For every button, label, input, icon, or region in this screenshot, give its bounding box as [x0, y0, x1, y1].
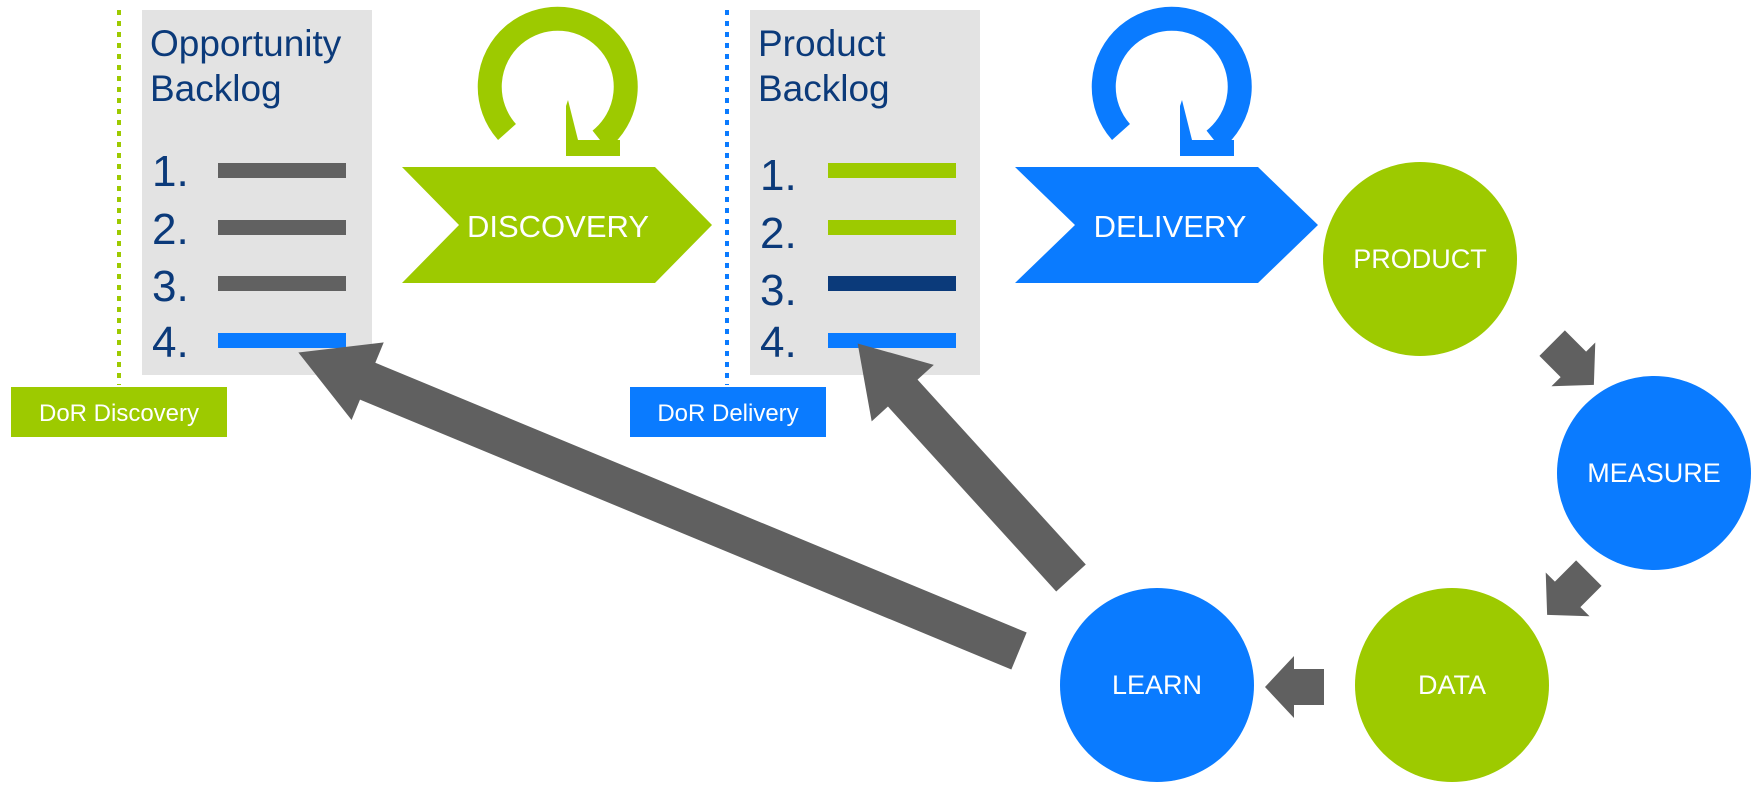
product-item-1-bar — [828, 163, 956, 178]
opportunity-item-3-number: 3. — [152, 262, 189, 311]
data-label: DATA — [1418, 670, 1486, 700]
measure-circle — [1557, 376, 1751, 570]
discovery-label: DISCOVERY — [467, 209, 649, 244]
product-circle — [1323, 162, 1517, 356]
delivery-chevron — [1015, 167, 1318, 283]
measure-to-data-arrow — [1545, 560, 1602, 617]
opportunity-item-1-number: 1. — [152, 147, 189, 196]
discovery-chevron — [402, 167, 712, 283]
product-backlog-panel — [750, 10, 980, 375]
product-item-4-number: 4. — [760, 318, 797, 367]
measure-label: MEASURE — [1587, 458, 1721, 488]
dor-delivery-label: DoR Delivery — [657, 400, 798, 427]
opportunity-item-4-number: 4. — [152, 318, 189, 367]
product-item-2-bar — [828, 220, 956, 235]
opportunity-item-3-bar — [218, 276, 346, 291]
delivery-loop-icon — [1091, 6, 1252, 156]
product-item-1-number: 1. — [760, 151, 797, 200]
opportunity-backlog-panel — [142, 10, 372, 375]
opportunity-item-2-bar — [218, 220, 346, 235]
discovery-loop-icon — [477, 6, 638, 156]
learn-circle — [1060, 588, 1254, 782]
delivery-label: DELIVERY — [1094, 209, 1247, 244]
opportunity-backlog-title-line2: Backlog — [150, 68, 282, 109]
data-to-learn-arrow — [1265, 656, 1324, 718]
product-item-2-number: 2. — [760, 209, 797, 258]
learn-to-product-backlog-arrow — [857, 343, 1086, 592]
opportunity-item-1-bar — [218, 163, 346, 178]
product-label: PRODUCT — [1353, 244, 1487, 274]
product-item-3-bar — [828, 276, 956, 291]
dor-discovery-label: DoR Discovery — [39, 400, 199, 427]
product-backlog-title-line1: Product — [758, 23, 886, 64]
product-to-measure-arrow — [1539, 330, 1596, 387]
learn-to-opportunity-backlog-arrow — [298, 342, 1027, 670]
product-backlog-title-line2: Backlog — [758, 68, 890, 109]
data-circle — [1355, 588, 1549, 782]
opportunity-item-4-bar — [218, 333, 346, 348]
dor-delivery-tag — [630, 387, 826, 437]
learn-label: LEARN — [1112, 670, 1202, 700]
opportunity-item-2-number: 2. — [152, 205, 189, 254]
dor-discovery-tag — [11, 387, 227, 437]
product-item-3-number: 3. — [760, 266, 797, 315]
opportunity-backlog-title-line1: Opportunity — [150, 23, 342, 64]
product-item-4-bar — [828, 333, 956, 348]
